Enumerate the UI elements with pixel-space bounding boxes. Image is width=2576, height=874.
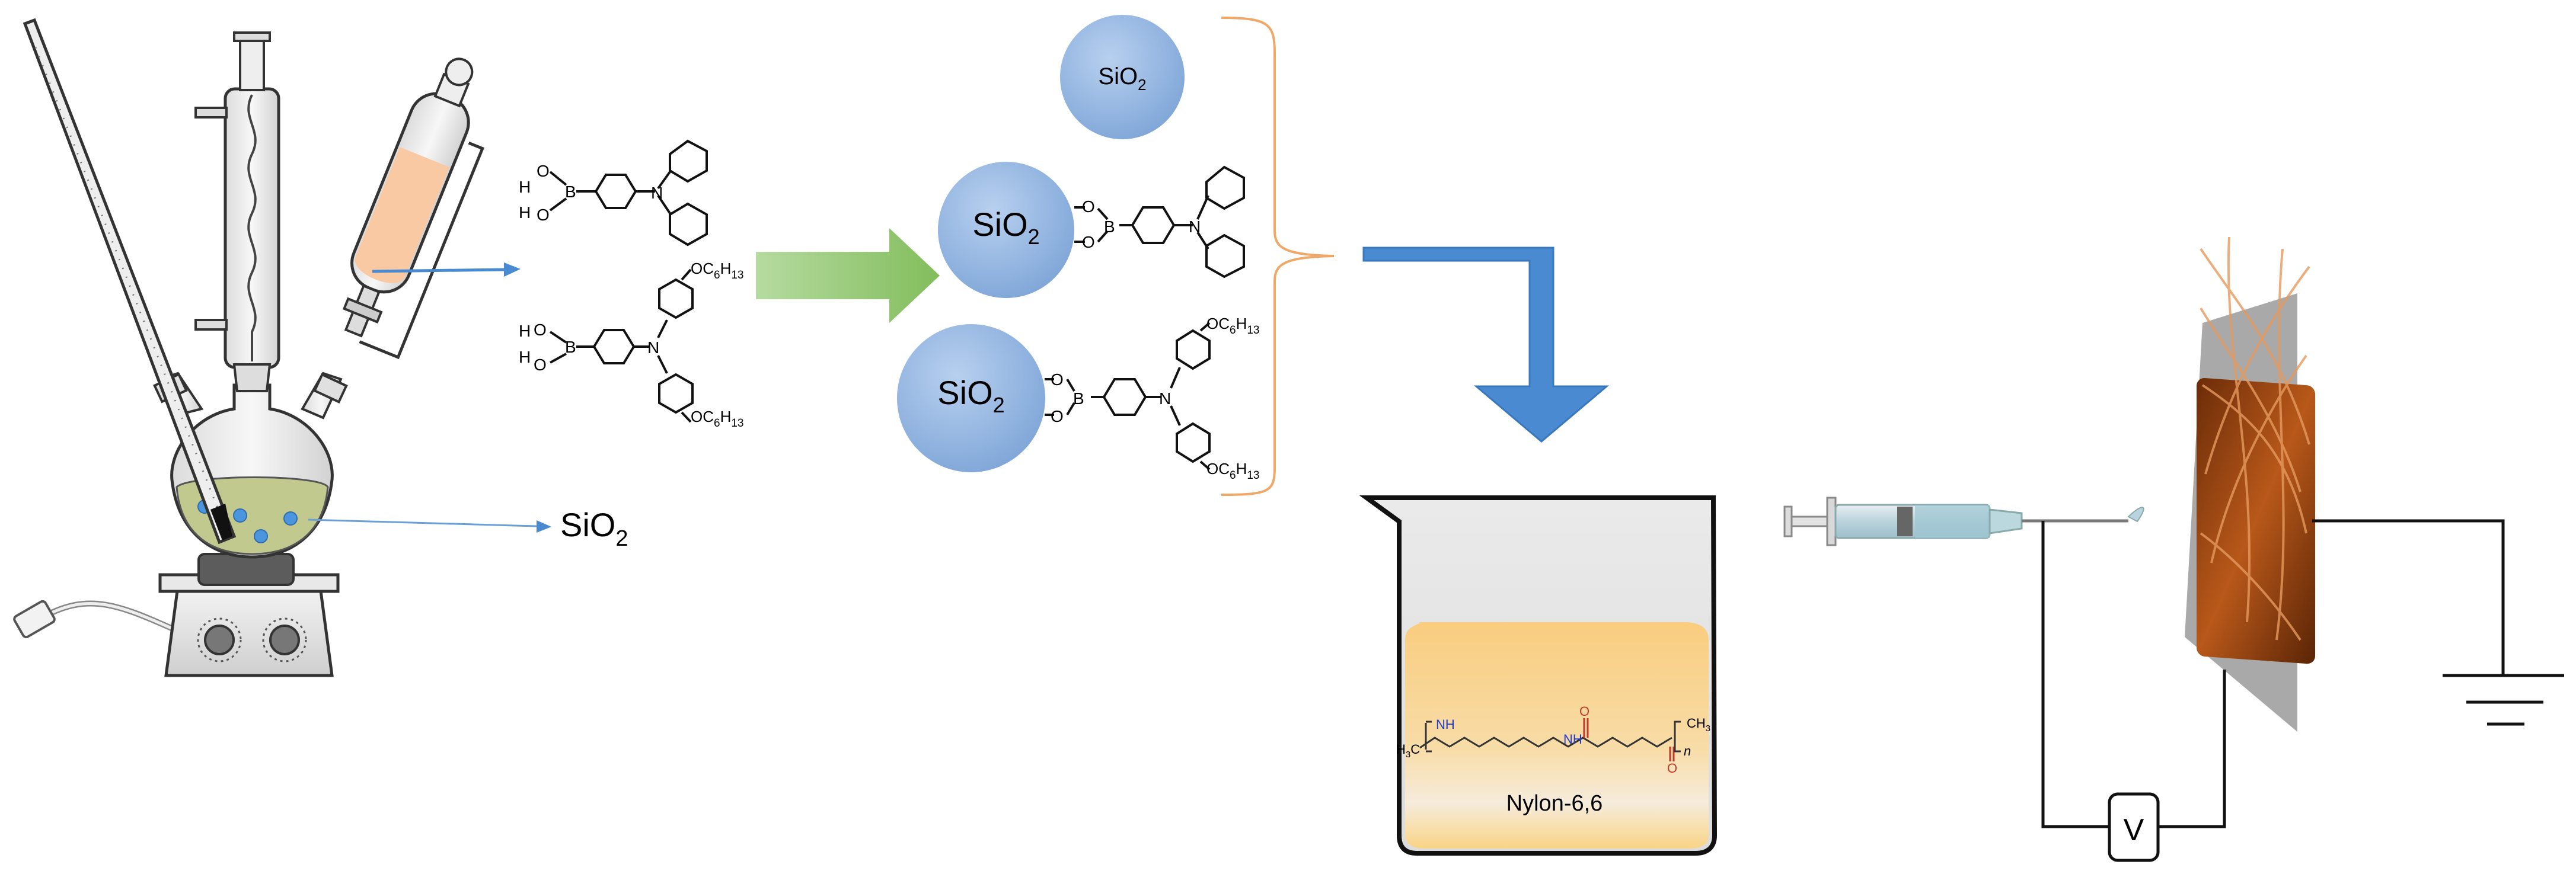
chem-nitrogen-3: N — [1189, 217, 1201, 236]
chem-o-8: O — [1051, 407, 1064, 425]
temperature-knob — [204, 625, 235, 655]
fiber-collector — [2185, 236, 2315, 732]
boronic-acid-triphenylamine — [549, 268, 694, 423]
chem-o-3: O — [534, 321, 547, 339]
funnel-pointer-arrow — [372, 268, 505, 273]
nylon-nh-2: NH — [1563, 732, 1582, 747]
voltage-label: V — [2124, 813, 2144, 847]
svg-text:SiO2: SiO2 — [1098, 63, 1146, 94]
triphenylamine-silica-sphere: SiO2 O O B N OC6H13 OC6H13 — [897, 315, 1260, 482]
chem-o-top: O — [537, 162, 550, 180]
chem-o-7: O — [1051, 370, 1064, 389]
nylon-o-2: O — [1667, 761, 1677, 776]
silica-pointer-arrow — [308, 518, 537, 527]
syringe — [1783, 497, 2144, 546]
chem-h-4: H — [519, 348, 531, 366]
chem-ether-top: OC6H13 — [691, 260, 744, 281]
nylon-label: Nylon-6,6 — [1506, 791, 1603, 816]
thermometer — [23, 18, 237, 545]
chem-boron-4: B — [1073, 389, 1084, 408]
reflux-condenser — [224, 87, 280, 369]
chem-ether-4: OC6H13 — [1206, 460, 1260, 482]
voltage-source — [2108, 792, 2160, 862]
nanofiber-strands — [2200, 236, 2310, 641]
chem-ether-3: OC6H13 — [1206, 315, 1260, 337]
chem-o-bottom: O — [537, 206, 550, 224]
chem-nitrogen-2: N — [647, 338, 659, 357]
addition-funnel — [342, 57, 485, 360]
chem-nitrogen-4: N — [1159, 389, 1171, 408]
chem-nitrogen: N — [651, 184, 663, 202]
power-plug — [13, 600, 56, 639]
free-silica-label: SiO2 — [560, 506, 628, 551]
chem-ether-bottom: OC6H13 — [691, 408, 744, 430]
chem-o-5: O — [1082, 197, 1095, 216]
reaction-apparatus — [13, 18, 485, 677]
nylon-n-repeat: n — [1684, 744, 1691, 758]
nylon-methyl-right: CH3 — [1687, 716, 1710, 734]
nylon-solution — [1405, 622, 1709, 849]
chem-boron-2: B — [565, 338, 576, 356]
nylon-methyl-left: H3C — [1396, 742, 1420, 760]
svg-text:SiO2: SiO2 — [972, 206, 1039, 249]
chem-o-4: O — [534, 356, 547, 374]
chem-boron-3: B — [1104, 217, 1115, 236]
reaction-arrow — [756, 228, 940, 323]
heating-block — [197, 553, 295, 586]
circuit-wiring — [2041, 519, 2564, 828]
stir-speed-knob — [269, 625, 300, 655]
chem-boron: B — [565, 183, 576, 201]
carbazole-silica-sphere: SiO2 O O B N — [938, 162, 1245, 298]
hot-plate-base — [164, 585, 334, 677]
boronic-acid-carbazole — [549, 139, 708, 246]
chem-h-bottom: H — [519, 203, 531, 222]
nylon-structure — [1419, 718, 1681, 761]
chem-h-3: H — [519, 322, 531, 340]
nylon-nh-1: NH — [1436, 717, 1455, 732]
chem-h-top: H — [519, 178, 531, 196]
plain-silica-sphere: SiO2 — [1060, 15, 1185, 139]
chem-o-6: O — [1082, 233, 1095, 251]
grouping-bracket — [1221, 17, 1335, 496]
transfer-arrow — [1362, 246, 1610, 443]
nylon-beaker: Nylon-6,6 NH NH O O n CH3 H3C — [1359, 495, 1718, 856]
nanofiber-mat — [2197, 378, 2315, 664]
svg-text:SiO2: SiO2 — [937, 374, 1004, 417]
nylon-o-1: O — [1579, 704, 1589, 719]
